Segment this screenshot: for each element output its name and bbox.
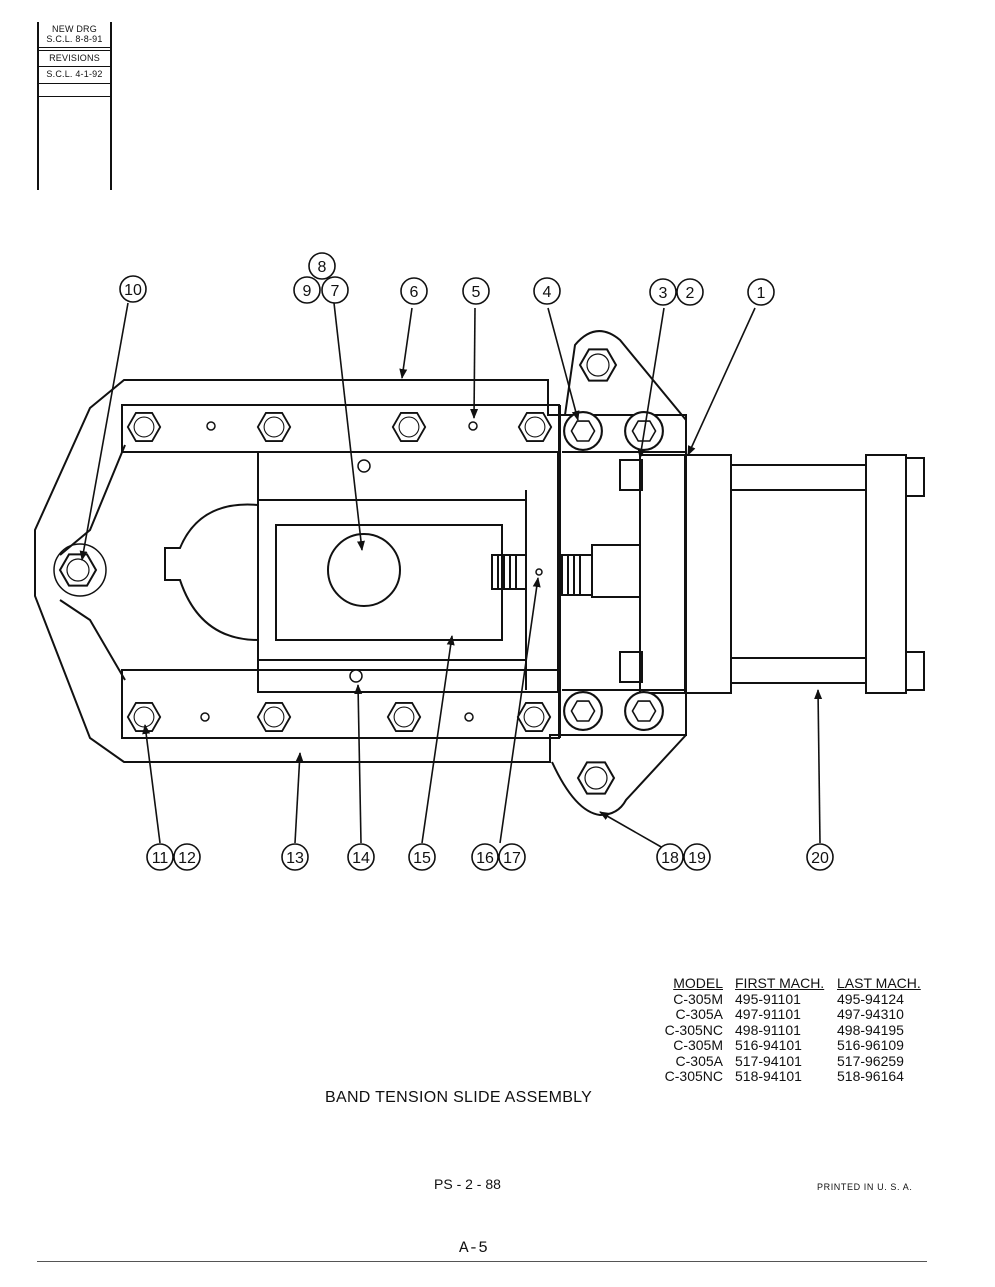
callout-balloon [308, 252, 336, 280]
callout-balloon [471, 843, 499, 871]
callout-balloon [281, 843, 309, 871]
callout-balloon [293, 276, 321, 304]
callout-8: 8 [318, 259, 327, 276]
new-drg-entry: S.C.L. 8-8-91 [46, 34, 103, 44]
callout-balloon [806, 843, 834, 871]
callout-1: 1 [757, 285, 766, 302]
last-mach-cell: 497-94310 [837, 1006, 904, 1022]
callout-17: 17 [503, 850, 521, 867]
callout-balloon [533, 277, 561, 305]
callout-11: 11 [152, 850, 169, 867]
first-mach-cell: 517-94101 [735, 1052, 802, 1069]
rev-rule [37, 96, 112, 97]
callout-19: 19 [688, 850, 706, 867]
callout-3: 3 [659, 285, 668, 302]
callout-16: 16 [476, 850, 494, 867]
page-code: PS - 2 - 88 [434, 1176, 501, 1192]
first-mach-cell: 516-94101 [735, 1037, 802, 1053]
first-mach-cell: 495-91101 [735, 990, 801, 1007]
callout-4: 4 [543, 284, 552, 301]
model-cell: C-305M [673, 1037, 723, 1053]
housing-outline [34, 330, 687, 817]
callout-balloon [400, 277, 428, 305]
last-mach-cell: 517-96259 [837, 1052, 904, 1069]
bottom-rule [37, 1261, 927, 1262]
last-mach-cell: 518-96164 [837, 1068, 904, 1084]
model-cell: C-305A [675, 1052, 723, 1069]
callout-balloon [321, 276, 349, 304]
new-drg-label: NEW DRG [52, 24, 97, 34]
callout-6: 6 [410, 284, 419, 301]
callout-7: 7 [331, 283, 340, 300]
threaded-rod [491, 544, 641, 598]
callout-balloon [656, 843, 684, 871]
small-holes [53, 421, 543, 722]
callout-12: 12 [178, 850, 196, 867]
rev-rule [37, 66, 112, 67]
callout-14: 14 [352, 850, 370, 867]
callout-balloon [347, 843, 375, 871]
callout-balloon [683, 843, 711, 871]
printed-note: PRINTED IN U. S. A. [817, 1182, 913, 1192]
callout-balloons [119, 252, 834, 871]
model-cell: C-305NC [664, 1021, 723, 1038]
leader-lines [79, 302, 823, 849]
model-column: MODEL C-305M C-305A C-305NC C-305M C-305… [645, 975, 723, 1085]
first-mach-cell: 498-91101 [735, 1021, 801, 1038]
cylinder [619, 454, 925, 694]
last-mach-cell: 498-94195 [837, 1021, 904, 1038]
last-mach-header: LAST MACH. [837, 975, 921, 991]
model-cell: C-305NC [664, 1068, 723, 1084]
last-mach-cell: 516-96109 [837, 1037, 904, 1053]
model-cell: C-305M [673, 990, 723, 1007]
rev-rule [37, 50, 112, 51]
last-mach-cell: 495-94124 [837, 990, 904, 1007]
callout-balloon [649, 278, 677, 306]
callout-balloon [119, 275, 147, 303]
callout-20: 20 [811, 850, 829, 867]
callout-10: 10 [124, 282, 142, 299]
callout-balloon [462, 277, 490, 305]
callout-balloon [173, 843, 201, 871]
rev-rule [37, 83, 112, 84]
assembly-title: BAND TENSION SLIDE ASSEMBLY [325, 1089, 593, 1106]
bolt-heads [59, 348, 664, 795]
model-header: MODEL [673, 975, 723, 991]
callout-balloon [747, 278, 775, 306]
clamp-bars [121, 404, 686, 739]
first-mach-column: FIRST MACH. 495-91101 497-91101 498-9110… [735, 975, 825, 1085]
first-mach-cell: 518-94101 [735, 1068, 802, 1084]
first-mach-header: FIRST MACH. [735, 975, 825, 991]
callout-2: 2 [686, 285, 695, 302]
revision-block: NEW DRG S.C.L. 8-8-91 REVISIONS S.C.L. 4… [37, 22, 112, 190]
callout-18: 18 [661, 850, 679, 867]
callout-9: 9 [303, 283, 312, 300]
callout-5: 5 [472, 284, 481, 301]
callout-balloon [146, 843, 174, 871]
model-cell: C-305A [675, 1006, 723, 1022]
revisions-label: REVISIONS [49, 53, 100, 63]
last-mach-column: LAST MACH. 495-94124 497-94310 498-94195… [837, 975, 921, 1085]
callout-13: 13 [286, 850, 304, 867]
page-number: A-5 [459, 1239, 488, 1257]
callout-balloon [676, 278, 704, 306]
revision-entry: S.C.L. 4-1-92 [46, 69, 103, 79]
callout-numbers: 10 8 9 7 6 5 4 3 2 1 11 12 13 14 15 16 1… [124, 259, 829, 867]
first-mach-cell: 497-91101 [735, 1006, 801, 1022]
callout-balloon [408, 843, 436, 871]
slide-block [164, 451, 559, 693]
callout-15: 15 [413, 850, 431, 867]
rev-rule [37, 47, 112, 48]
callout-balloon [498, 843, 526, 871]
